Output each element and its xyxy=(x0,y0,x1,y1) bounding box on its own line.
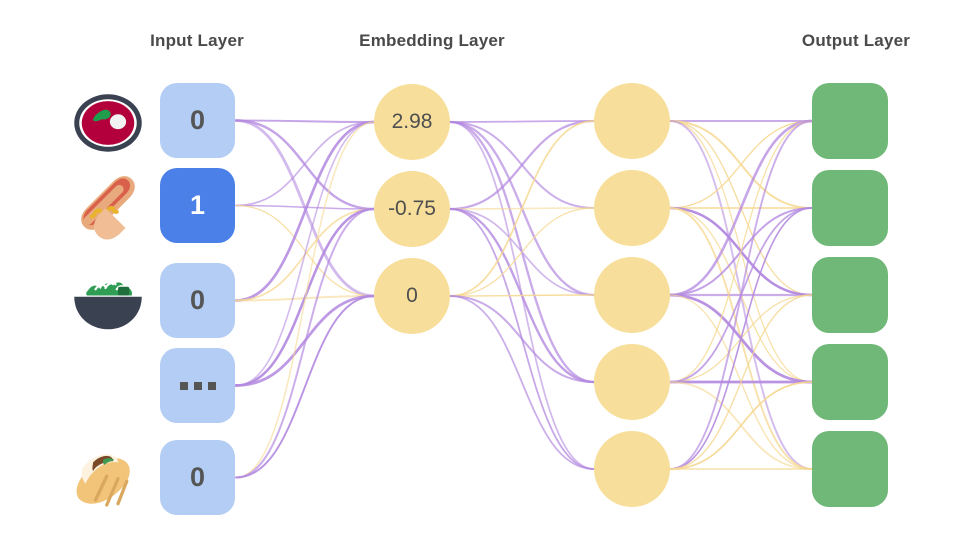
output-node-1[interactable] xyxy=(812,170,888,246)
hot-dog-icon xyxy=(68,168,148,248)
embedding-node-value: 2.98 xyxy=(391,110,433,133)
embedding-node-1[interactable]: -0.75 xyxy=(374,171,450,247)
output-node-0[interactable] xyxy=(812,83,888,159)
output-node-4[interactable] xyxy=(812,431,888,507)
input-node-4[interactable]: 0 xyxy=(160,440,235,515)
hidden-node-3[interactable] xyxy=(594,344,670,420)
ellipsis-icon xyxy=(179,381,216,390)
input-node-2[interactable]: 0 xyxy=(160,263,235,338)
embedding-node-0[interactable]: 2.98 xyxy=(374,84,450,160)
input-node-1[interactable]: 1 xyxy=(160,168,235,243)
hidden-node-1[interactable] xyxy=(594,170,670,246)
burrito-icon xyxy=(68,440,148,520)
layer-title-output: Output Layer xyxy=(801,31,911,50)
hidden-node-0[interactable] xyxy=(594,83,670,159)
input-node-0[interactable]: 0 xyxy=(160,83,235,158)
input-node-3-ellipsis[interactable] xyxy=(160,348,235,423)
input-node-value: 0 xyxy=(189,105,206,135)
soup-bowl-icon xyxy=(68,83,148,163)
embedding-node-value: -0.75 xyxy=(388,197,436,220)
output-node-3[interactable] xyxy=(812,344,888,420)
input-node-value: 0 xyxy=(189,285,206,315)
output-node-2[interactable] xyxy=(812,257,888,333)
layer-title-embedding: Embedding Layer xyxy=(359,31,505,50)
hidden-node-2[interactable] xyxy=(594,257,670,333)
salad-bowl-icon xyxy=(68,263,148,343)
embedding-node-value: 0 xyxy=(406,284,418,307)
embedding-node-2[interactable]: 0 xyxy=(374,258,450,334)
input-node-value: 1 xyxy=(189,190,206,220)
hidden-node-4[interactable] xyxy=(594,431,670,507)
input-node-value: 0 xyxy=(189,462,206,492)
layer-title-input: Input Layer xyxy=(150,31,244,50)
